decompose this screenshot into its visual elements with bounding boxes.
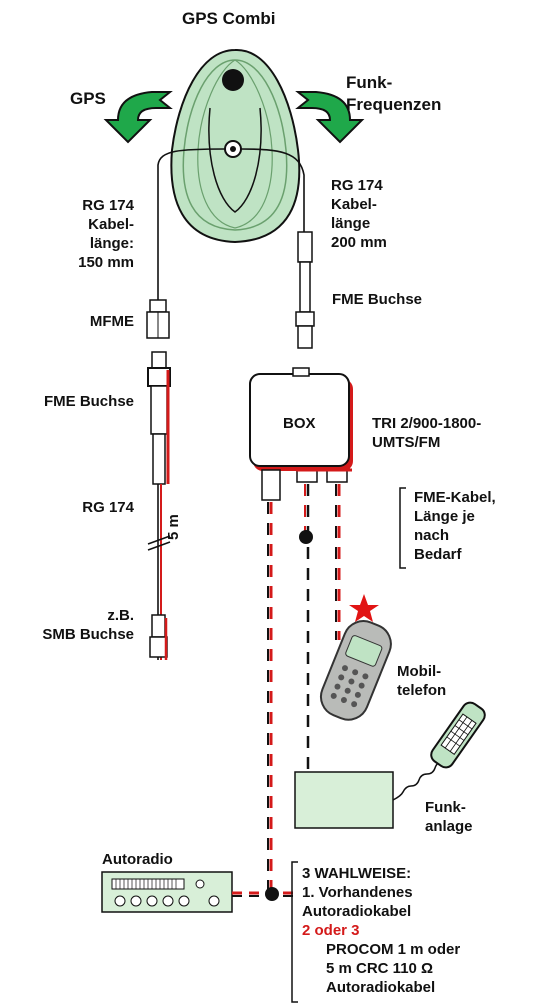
radio-station-icon (294, 771, 394, 829)
autoradio-label: Autoradio (102, 851, 173, 868)
funk-arrow-icon (295, 91, 365, 144)
mfme-connector-icon (146, 299, 170, 339)
fme-buchse-right-label: FME Buchse (332, 291, 423, 308)
mobile-phone-icon (319, 620, 392, 721)
fme-socket-left-icon (147, 351, 171, 485)
smb-connector-icon (149, 614, 168, 660)
option-1: 1. Vorhandenes Autoradiokabel (302, 884, 413, 920)
antenna-icon (170, 48, 301, 244)
fme-socket-right-icon (295, 231, 315, 349)
cable-length-label: 5 m (165, 514, 182, 540)
mfme-label: MFME (89, 313, 134, 330)
gps-arrow-icon (103, 91, 173, 144)
handset-icon (392, 701, 486, 801)
right-cable-spec: RG 174 Kabel- länge 200 mm (331, 177, 387, 251)
box-icon (249, 367, 353, 501)
fme-buchse-left-label: FME Buchse (43, 393, 134, 410)
car-radio-icon (101, 871, 233, 913)
radio-station-label: Funk- anlage (425, 799, 473, 835)
page-title: GPS Combi (182, 9, 276, 28)
funk-frequenzen-label: Funk- Frequenzen (346, 73, 442, 114)
option-2-3-text: PROCOM 1 m oder 5 m CRC 110 Ω Autoradiok… (326, 941, 461, 996)
fme-cable-note: FME-Kabel, Länge je nach Bedarf (414, 489, 496, 563)
box-model-label: TRI 2/900-1800- UMTS/FM (372, 415, 482, 451)
gps-label: GPS (70, 89, 106, 108)
smb-label: z.B. SMB Buchse (42, 607, 134, 643)
options-heading: 3 WAHLWEISE: (302, 865, 412, 882)
option-2-3-heading: 2 oder 3 (302, 922, 360, 939)
left-cable-spec: RG 174 Kabel- länge: 150 mm (78, 197, 134, 271)
box-label: BOX (283, 415, 316, 432)
mobile-phone-label: Mobil- telefon (397, 663, 447, 699)
star-icon (349, 594, 379, 622)
rg174-label: RG 174 (82, 499, 134, 516)
